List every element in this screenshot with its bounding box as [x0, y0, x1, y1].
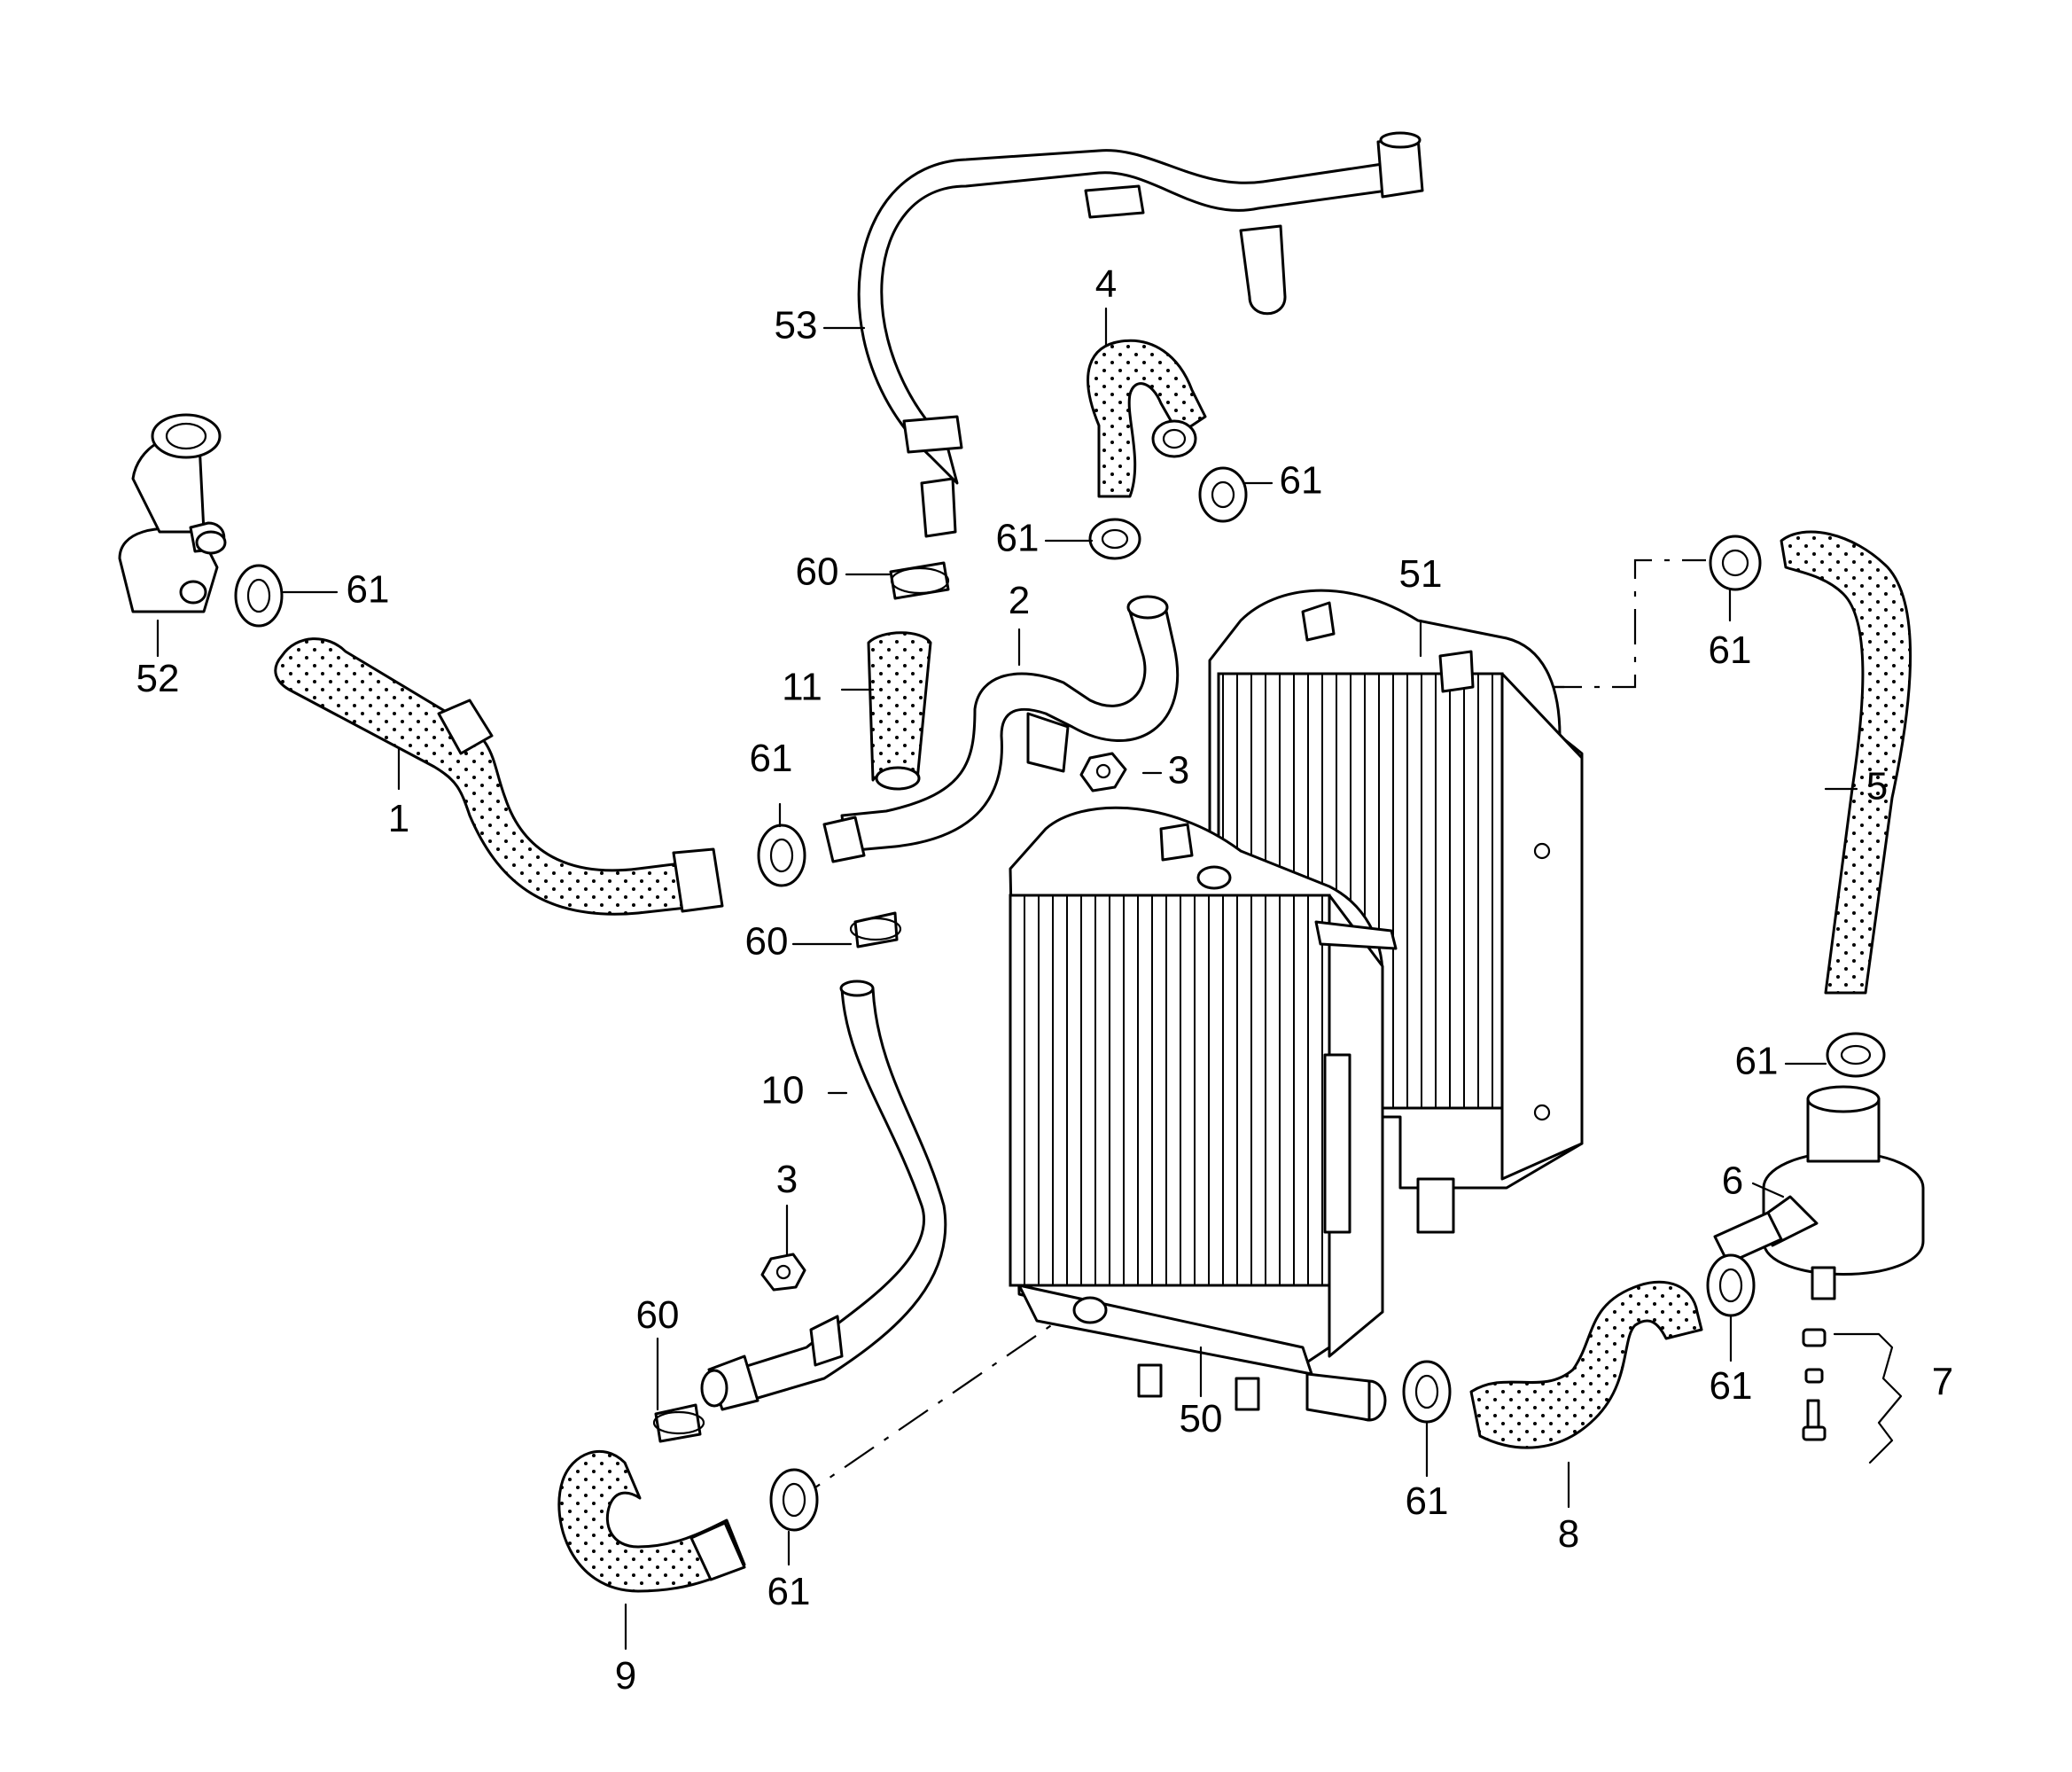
callout-label: 60: [796, 550, 839, 594]
part-7-mounting-hardware: [1802, 1328, 1903, 1464]
callout-label: 5: [1866, 765, 1888, 808]
part-61-clamp-e: [1709, 535, 1762, 591]
part-5-hose: [1780, 530, 1912, 995]
callout-label: 1: [388, 797, 409, 840]
part-60-clamp-upper: [889, 561, 950, 600]
part-61-clamp-a: [234, 564, 284, 628]
callout-label: 4: [1095, 262, 1117, 306]
part-2-pipe: [822, 595, 1180, 863]
part-53-metal-pipe: [857, 131, 1424, 538]
callout-label: 60: [745, 920, 789, 964]
part-61-clamp-b: [757, 824, 806, 887]
callout-label: 10: [761, 1069, 805, 1112]
callout-label: 50: [1180, 1397, 1223, 1440]
part-4-hose: [1087, 339, 1207, 498]
callout-label: 52: [136, 657, 180, 700]
callout-label: 61: [996, 517, 1040, 560]
callout-label: 61: [1735, 1040, 1779, 1083]
callout-label: 3: [1168, 749, 1189, 792]
part-9-hose: [557, 1449, 746, 1593]
callout-label: 61: [750, 737, 793, 780]
part-60-clamp-lower: [652, 1403, 705, 1443]
callout-label: 61: [347, 568, 390, 612]
part-10-pipe: [700, 980, 947, 1411]
callout-leaders: [156, 307, 1858, 1651]
callout-label: 11: [782, 666, 822, 709]
part-61-clamp-i: [769, 1468, 819, 1532]
part-61-clamp-h: [1402, 1360, 1452, 1424]
part-3-nut-upper: [1079, 752, 1127, 792]
callout-label: 60: [636, 1293, 680, 1337]
callout-label: 61: [1710, 1364, 1753, 1408]
part-61-clamp-d: [1198, 466, 1248, 523]
callout-label: 53: [775, 304, 818, 347]
part-61-clamp-g: [1706, 1253, 1756, 1317]
callout-label: 7: [1932, 1361, 1953, 1404]
callout-label: 61: [1709, 628, 1752, 672]
part-3-nut-lower: [760, 1253, 806, 1292]
part-11-hose: [867, 631, 932, 791]
callout-label: 51: [1399, 552, 1443, 596]
part-61-clamp-f: [1826, 1032, 1886, 1078]
callout-label: 61: [1280, 459, 1323, 503]
callout-label: 61: [1406, 1479, 1449, 1523]
callout-label: 2: [1009, 579, 1030, 622]
callout-label: 8: [1558, 1512, 1579, 1556]
part-1-hose: [274, 637, 724, 916]
callout-label: 6: [1722, 1159, 1743, 1203]
callout-label: 3: [776, 1158, 798, 1201]
part-52-outlet-flange: [118, 413, 227, 613]
part-50-radiator: [1009, 806, 1398, 1422]
callout-label: 9: [615, 1654, 636, 1698]
part-8-hose: [1469, 1280, 1703, 1449]
callout-labels: 1 2 3 3 4 5 6 7 8 9 10 11 50 51 52 53 60…: [136, 262, 1954, 1698]
part-60-clamp-middle: [849, 911, 902, 948]
part-6-pump: [1713, 1085, 1925, 1300]
callout-label: 61: [767, 1570, 811, 1613]
part-61-clamp-c: [1088, 518, 1141, 560]
